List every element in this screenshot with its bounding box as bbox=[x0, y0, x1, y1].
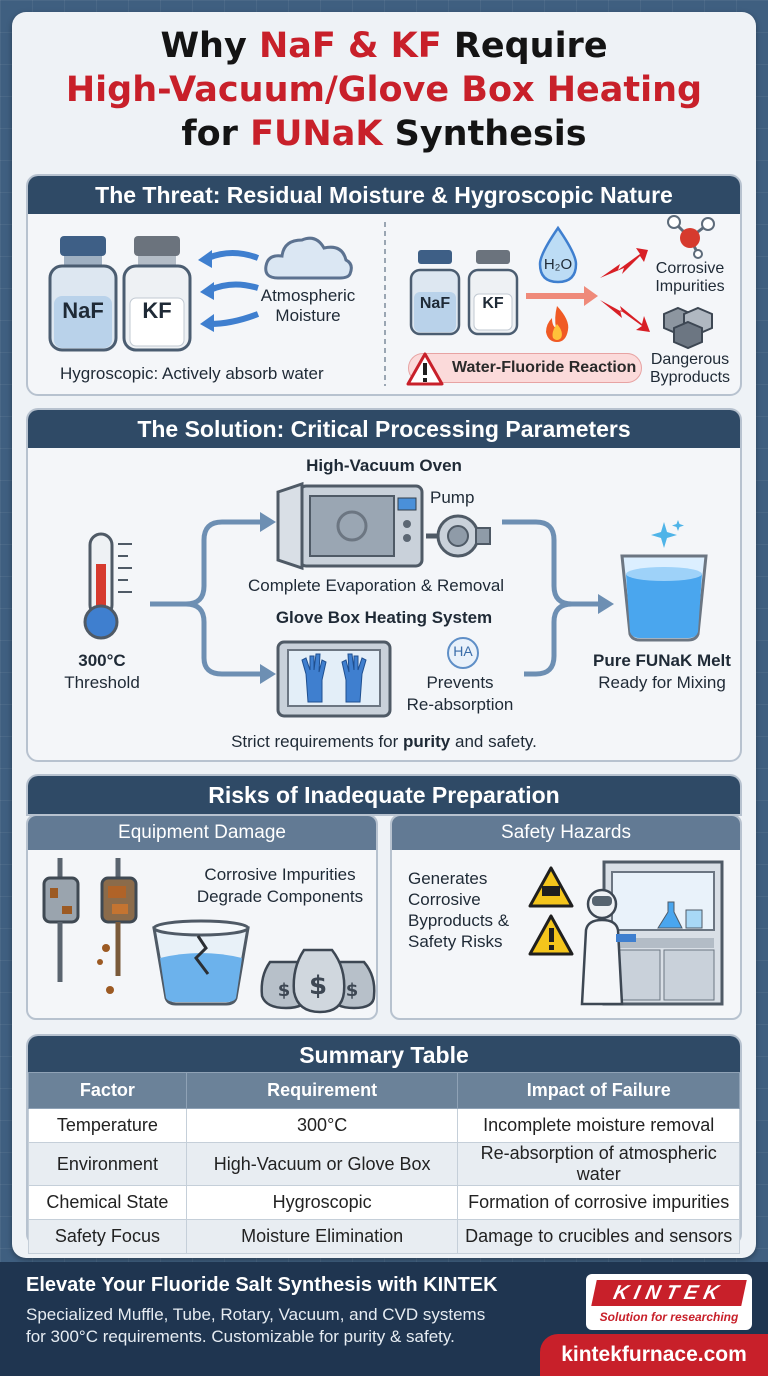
website-link[interactable]: kintekfurnace.com bbox=[540, 1334, 768, 1376]
glovebox-caption: Prevents Re-absorption bbox=[406, 673, 514, 714]
reaction-arrow-icon bbox=[526, 286, 598, 306]
kf-bottle-label: KF bbox=[142, 298, 172, 323]
safety-hazards-text: Generates Corrosive Byproducts & Safety … bbox=[408, 869, 510, 951]
page-title: Why NaF & KF Require High-Vacuum/Glove B… bbox=[65, 26, 703, 154]
thermometer-icon bbox=[83, 532, 132, 640]
oven-caption: Complete Evaporation & Removal bbox=[248, 576, 505, 595]
table-row: Temperature 300°C Incomplete moisture re… bbox=[28, 1108, 740, 1143]
safety-hazards-heading: Safety Hazards bbox=[392, 816, 740, 850]
hygroscopic-caption: Hygroscopic: Actively absorb water bbox=[60, 364, 324, 383]
column-header-impact: Impact of Failure bbox=[457, 1072, 740, 1109]
lightning-bolt-icon bbox=[600, 248, 648, 278]
molecule-icon bbox=[667, 215, 715, 259]
temperature-threshold: 300°C Threshold bbox=[64, 651, 140, 692]
corrosive-hazard-icon bbox=[528, 866, 574, 908]
oven-label: High-Vacuum Oven bbox=[306, 456, 462, 475]
footer-body: Specialized Muffle, Tube, Rotary, Vacuum… bbox=[26, 1305, 486, 1346]
table-cell: Safety Focus bbox=[28, 1219, 187, 1254]
table-cell: Chemical State bbox=[28, 1185, 187, 1220]
column-header-requirement: Requirement bbox=[185, 1072, 459, 1109]
water-formula: H₂O bbox=[543, 256, 573, 273]
lightning-bolt-icon-2 bbox=[600, 300, 650, 332]
naf-bottle-label: NaF bbox=[62, 298, 104, 323]
pure-melt-caption: Pure FUNaK Melt Ready for Mixing bbox=[593, 651, 731, 692]
table-cell: Environment bbox=[28, 1142, 187, 1186]
cracked-crucible-icon bbox=[152, 919, 250, 1006]
naf-small-bottle-icon bbox=[409, 250, 461, 336]
threat-heading: The Threat: Residual Moisture & Hygrosco… bbox=[28, 176, 740, 214]
summary-heading: Summary Table bbox=[28, 1036, 740, 1074]
water-fluoride-warning bbox=[408, 353, 642, 383]
vacuum-oven-icon bbox=[276, 481, 424, 571]
threat-divider bbox=[384, 222, 386, 386]
warning-triangle-icon bbox=[406, 352, 444, 386]
cloud-icon bbox=[264, 236, 353, 280]
table-cell: Moisture Elimination bbox=[185, 1219, 459, 1254]
sparkle-icon bbox=[651, 520, 684, 548]
kintek-logo: KINTEK Solution for researching bbox=[586, 1274, 752, 1330]
money-bags-icon: $ $ $ bbox=[260, 948, 376, 1014]
table-row: Safety Focus Moisture Elimination Damage… bbox=[28, 1219, 740, 1254]
glovebox-icon bbox=[276, 640, 392, 718]
ha-badge-icon bbox=[447, 637, 479, 669]
table-cell: Incomplete moisture removal bbox=[457, 1108, 740, 1143]
table-cell: Re-absorption of atmospheric water bbox=[457, 1142, 740, 1186]
warning-hazard-icon bbox=[528, 914, 574, 956]
risks-heading: Risks of Inadequate Preparation bbox=[28, 776, 740, 814]
equipment-damage-heading: Equipment Damage bbox=[28, 816, 376, 850]
flow-arrows-icon bbox=[150, 512, 614, 684]
solution-footer: Strict requirements for purity and safet… bbox=[231, 732, 537, 751]
svg-text:$: $ bbox=[346, 980, 359, 1001]
summary-header-row: Factor Requirement Impact of Failure bbox=[28, 1072, 740, 1109]
kf-bottle-icon bbox=[122, 236, 192, 352]
pure-melt-beaker-icon bbox=[620, 554, 708, 642]
table-cell: Formation of corrosive impurities bbox=[457, 1185, 740, 1220]
footer-headline: Elevate Your Fluoride Salt Synthesis wit… bbox=[26, 1274, 498, 1296]
svg-text:$: $ bbox=[309, 971, 327, 1001]
pump-icon bbox=[426, 514, 491, 558]
water-drop-icon bbox=[538, 225, 578, 284]
solution-heading: The Solution: Critical Processing Parame… bbox=[28, 410, 740, 448]
kf-small-bottle-icon bbox=[467, 250, 519, 336]
table-cell: Hygroscopic bbox=[185, 1185, 459, 1220]
equipment-damage-text: Corrosive Impurities Degrade Components bbox=[196, 865, 364, 906]
naf-bottle-icon bbox=[48, 236, 118, 352]
atmospheric-moisture-label: Atmospheric Moisture bbox=[260, 286, 356, 325]
glovebox-label: Glove Box Heating System bbox=[275, 608, 493, 627]
water-fluoride-reaction-label: Water-Fluoride Reaction bbox=[452, 359, 637, 376]
threat-panel: The Threat: Residual Moisture & Hygrosco… bbox=[26, 174, 742, 396]
svg-text:$: $ bbox=[278, 980, 291, 1001]
hazardous-cubes-icon bbox=[663, 306, 713, 350]
table-row: Environment High-Vacuum or Glove Box Re-… bbox=[28, 1142, 740, 1186]
flame-icon bbox=[546, 306, 569, 342]
kf-small-label: KF bbox=[482, 295, 504, 312]
fume-hood-scientist-icon bbox=[580, 860, 724, 1006]
promo-footer: Elevate Your Fluoride Salt Synthesis wit… bbox=[0, 1262, 768, 1376]
table-row: Chemical State Hygroscopic Formation of … bbox=[28, 1185, 740, 1220]
risks-panel: Risks of Inadequate Preparation bbox=[26, 774, 742, 816]
corroded-sensor-icon bbox=[42, 858, 138, 994]
ha-badge-text: HA bbox=[453, 643, 473, 659]
column-header-factor: Factor bbox=[28, 1072, 187, 1109]
table-cell: Temperature bbox=[28, 1108, 187, 1143]
pump-label: Pump bbox=[430, 488, 475, 507]
corrosive-impurities-label: Corrosive Impurities bbox=[655, 260, 725, 295]
moisture-arrows-icon bbox=[198, 250, 260, 332]
dangerous-byproducts-label: Dangerous Byproducts bbox=[649, 351, 731, 386]
naf-small-label: NaF bbox=[419, 295, 451, 312]
table-cell: 300°C bbox=[185, 1108, 459, 1143]
summary-table: Factor Requirement Impact of Failure Tem… bbox=[28, 1072, 740, 1254]
table-cell: Damage to crucibles and sensors bbox=[457, 1219, 740, 1254]
table-cell: High-Vacuum or Glove Box bbox=[185, 1142, 459, 1186]
